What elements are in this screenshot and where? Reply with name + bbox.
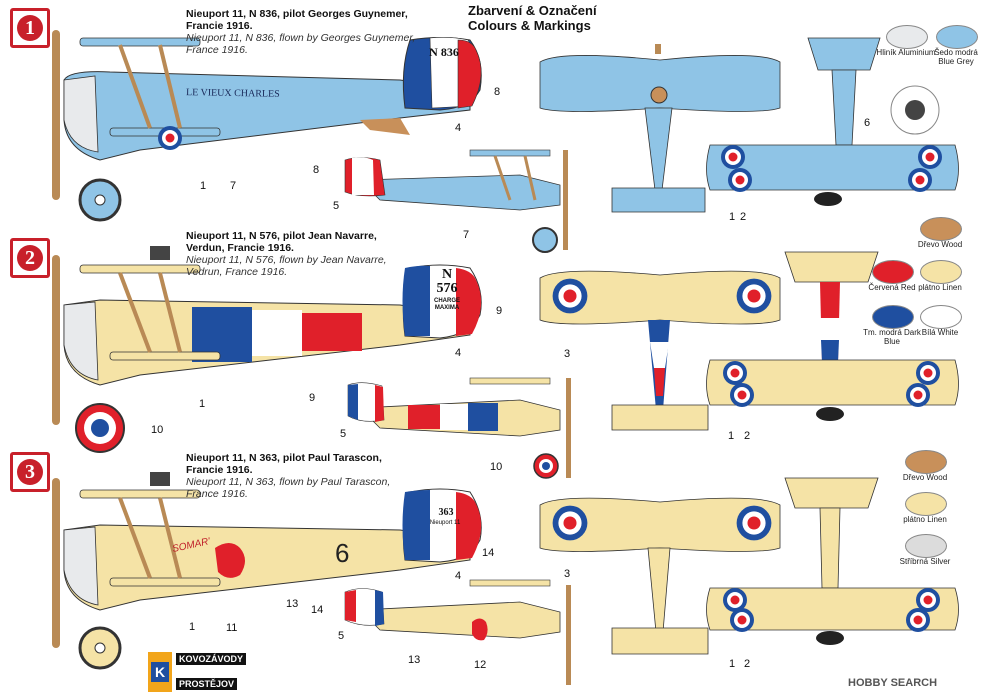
profile-badge-3: 3: [10, 452, 50, 492]
aircraft-3-rudder-serial: 363: [438, 507, 454, 518]
callout-number: 5: [340, 428, 347, 440]
callout-number: 3: [564, 568, 571, 580]
swatch-silver: [905, 534, 947, 558]
callout-number: 1: [729, 658, 736, 670]
callout-number: 1: [189, 621, 196, 633]
callout-number: 7: [230, 180, 237, 192]
swatch-label: plátno Linen: [918, 283, 962, 292]
aircraft-2-rudder-inscription: CHARGE MAXIMA: [433, 298, 460, 311]
callout-number: 10: [490, 461, 503, 473]
swatch-red: [872, 260, 914, 284]
aircraft-3-side: [52, 472, 482, 670]
callout-number: 11: [226, 622, 238, 634]
aircraft-1-rudder-serial: N 836: [429, 45, 459, 59]
aircraft-2-bottom: [706, 251, 959, 421]
aircraft-2-top: [539, 270, 781, 431]
callout-number: 14: [482, 547, 495, 559]
caption-2-title: Nieuport 11, N 576, pilot Jean Navarre, …: [186, 230, 377, 254]
cowl-detail: [890, 85, 940, 135]
callout-number: 10: [151, 424, 164, 436]
logo-text-2: PROSTĚJOV: [176, 678, 238, 690]
swatch-wood: [920, 217, 962, 241]
callout-number: 7: [463, 229, 470, 241]
logo-text-1: KOVOZÁVODY: [176, 653, 247, 665]
swatch-wood: [905, 450, 947, 474]
callout-number: 13: [408, 654, 421, 666]
callout-number: 12: [474, 659, 487, 671]
callout-number: 4: [455, 122, 462, 134]
swatch-label: Hliník Aluminium: [876, 48, 936, 57]
callout-number: 2: [744, 430, 751, 442]
swatch-linen: [905, 492, 947, 516]
aircraft-1-small: [344, 149, 568, 253]
swatch-linen: [920, 260, 962, 284]
aircraft-1-side: [52, 30, 482, 222]
callout-number: 9: [309, 392, 316, 404]
callout-number: 8: [494, 86, 501, 98]
callout-number: 2: [740, 211, 747, 223]
swatch-white: [920, 305, 962, 329]
aircraft-2-side: [52, 246, 482, 453]
caption-1-title: Nieuport 11, N 836, pilot Georges Guynem…: [186, 8, 408, 32]
callout-number: 13: [286, 598, 299, 610]
swatch-label: Šedo modrá Blue Grey: [934, 48, 978, 66]
callout-number: 14: [311, 604, 324, 616]
callout-number: 1: [199, 398, 206, 410]
aircraft-1-bottom: [706, 37, 959, 206]
callout-number: 4: [455, 347, 462, 359]
aircraft-1-top: [539, 44, 781, 213]
caption-1: Nieuport 11, N 836, pilot Georges Guynem…: [186, 8, 426, 56]
page-heading: Zbarvení & Označení Colours & Markings: [468, 3, 597, 33]
callout-number: 1: [729, 211, 736, 223]
swatch-label: Tm. modrá Dark Blue: [863, 328, 921, 346]
swatch-label: plátno Linen: [903, 515, 947, 524]
aircraft-3-fuselage-number: 6: [335, 538, 350, 568]
swatch-dark-blue: [872, 305, 914, 329]
swatch-label: Červená Red: [868, 283, 916, 292]
heading-line-1: Zbarvení & Označení: [468, 3, 597, 18]
caption-2-subtitle: Nieuport 11, N 576, flown by Jean Navarr…: [186, 254, 387, 278]
swatch-label: Dřevo Wood: [917, 240, 963, 249]
callout-number: 1: [200, 180, 207, 192]
logo-mark: K: [148, 652, 172, 692]
swatch-label: Stříbrná Silver: [899, 557, 951, 566]
callout-number: 8: [313, 164, 320, 176]
aircraft-2-rudder-serial: N 576: [436, 267, 458, 296]
profile-badge-2: 2: [10, 238, 50, 278]
caption-3-title: Nieuport 11, N 363, pilot Paul Tarascon,…: [186, 452, 382, 476]
callout-number: 1: [728, 430, 735, 442]
callout-number: 2: [744, 658, 751, 670]
aircraft-3-rudder-inscription: Nieuport 11: [429, 520, 461, 526]
caption-3: Nieuport 11, N 363, pilot Paul Tarascon,…: [186, 452, 406, 500]
caption-3-subtitle: Nieuport 11, N 363, flown by Paul Tarasc…: [186, 476, 391, 500]
aircraft-3-small: [344, 579, 571, 685]
swatch-label: Bílá White: [921, 328, 959, 337]
aircraft-3-bottom: [706, 477, 959, 645]
callout-number: 5: [338, 630, 345, 642]
swatch-aluminium: [886, 25, 928, 49]
swatch-blue-grey: [936, 25, 978, 49]
aircraft-1-fuselage-name: LE VIEUX CHARLES: [185, 87, 280, 100]
watermark: HOBBY SEARCH: [848, 677, 938, 689]
caption-1-subtitle: Nieuport 11, N 836, flown by Georges Guy…: [186, 32, 416, 56]
caption-2: Nieuport 11, N 576, pilot Jean Navarre, …: [186, 230, 406, 278]
callout-number: 9: [496, 305, 503, 317]
callout-number: 3: [564, 348, 571, 360]
callout-number: 4: [455, 570, 462, 582]
heading-line-2: Colours & Markings: [468, 18, 591, 33]
swatch-label: Dřevo Wood: [902, 473, 948, 482]
callout-number: 6: [864, 117, 871, 129]
aircraft-3-top: [539, 497, 781, 655]
aircraft-2-small: [347, 377, 571, 479]
callout-number: 5: [333, 200, 340, 212]
profile-badge-1: 1: [10, 8, 50, 48]
